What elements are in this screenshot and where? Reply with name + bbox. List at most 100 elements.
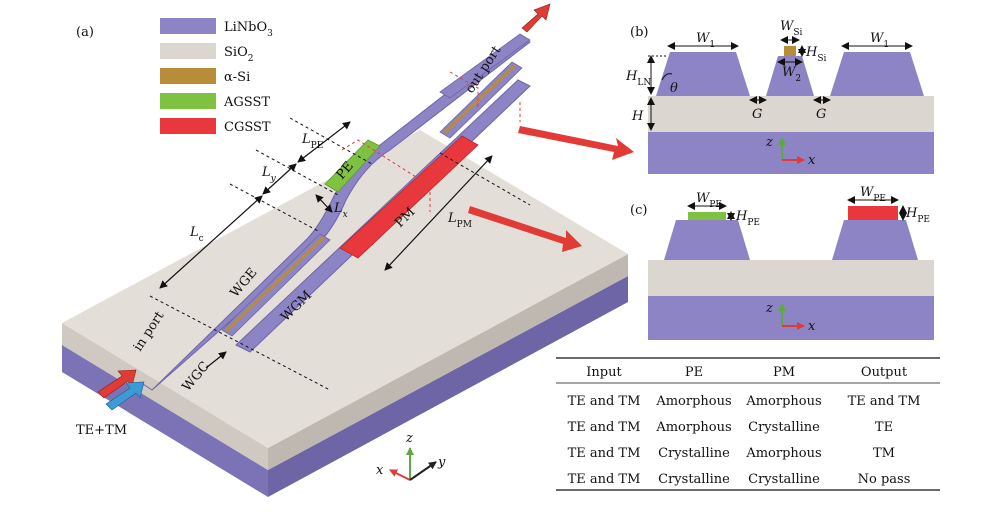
- legend-swatch-asi: [160, 68, 216, 84]
- dim-ly-arrow: [262, 163, 297, 195]
- substrate-bottom-front: [268, 276, 628, 497]
- c-hpe-left: HPE: [735, 209, 760, 228]
- table-cell-1-2: Crystalline: [748, 420, 820, 435]
- axis3d-x: x: [376, 463, 384, 478]
- panel-a-label: (a): [76, 25, 94, 40]
- wgc-pointer: [205, 351, 227, 369]
- table-header-0: Input: [586, 365, 622, 380]
- b-g-left: G: [752, 107, 762, 122]
- out-port-arrow: [521, 3, 551, 33]
- legend-label-agsst: AGSST: [223, 95, 270, 110]
- b-g-right: G: [816, 107, 826, 122]
- axis3d-y: y: [437, 455, 446, 470]
- c-sio2: [648, 260, 934, 296]
- table-header-3: Output: [861, 365, 908, 380]
- axes-3d: z x y: [376, 431, 446, 481]
- axis3d-z: z: [405, 431, 413, 446]
- table-cell-3-1: Crystalline: [658, 472, 730, 487]
- b-sio2: [648, 96, 934, 132]
- table-cell-2-2: Amorphous: [745, 446, 821, 461]
- b-rib-center: [766, 56, 814, 96]
- panel-b: (b) W1 W1 WSi HSi W2 HLN θ H G G: [625, 19, 934, 174]
- table-cell-0-0: TE and TM: [568, 394, 641, 409]
- b-rib-left: [656, 52, 750, 96]
- dim-lpe-arrow: [297, 121, 351, 163]
- c-rib-left: [664, 220, 750, 260]
- arrow-to-panel-b: [518, 126, 634, 160]
- c-pe-red: [848, 206, 898, 220]
- legend-label-sio2_pre: SiO2: [224, 45, 253, 64]
- dim-lx-arrow: [315, 194, 333, 213]
- legend-swatch-linbo3_pre: [160, 18, 216, 34]
- table-cell-0-2: Amorphous: [745, 394, 821, 409]
- legend-swatch-cgsst: [160, 118, 216, 134]
- table-cell-1-1: Amorphous: [655, 420, 731, 435]
- dim-lpe-label: LPE: [301, 132, 323, 151]
- sio2-side-left: [62, 323, 268, 470]
- b-w2: W2: [782, 65, 801, 84]
- c-axis-z: z: [765, 301, 773, 316]
- b-hsi: HSi: [805, 45, 827, 64]
- c-substrate: [648, 296, 934, 340]
- input-arrow-tm: [105, 381, 145, 411]
- panel-c-label: (c): [630, 203, 647, 218]
- dim-lpm-label: LPM: [447, 211, 472, 230]
- b-theta: θ: [670, 81, 678, 96]
- c-pe-green: [688, 212, 726, 220]
- dim-lc-arrow: [159, 195, 263, 289]
- legend-swatch-sio2_pre: [160, 43, 216, 59]
- table-cell-3-0: TE and TM: [568, 472, 641, 487]
- dim-lpm-arrow: [384, 155, 493, 271]
- table-cell-2-0: TE and TM: [568, 446, 641, 461]
- table-cell-0-1: Amorphous: [655, 394, 731, 409]
- asi-strip-lower: [224, 235, 326, 333]
- b-si-cap: [784, 46, 796, 56]
- arrow-to-panel-c: [468, 206, 582, 252]
- dashed-guides: [149, 117, 531, 391]
- legend-label-asi: α-Si: [224, 70, 250, 85]
- sio2-side-front: [268, 254, 628, 470]
- table-cell-2-3: TM: [873, 446, 895, 461]
- legend-label-cgsst: CGSST: [224, 120, 271, 135]
- table-cell-2-1: Crystalline: [658, 446, 730, 461]
- input-arrow-te: [97, 369, 137, 399]
- b-substrate: [648, 132, 934, 174]
- table-cell-1-0: TE and TM: [568, 420, 641, 435]
- b-w1-left: W1: [696, 31, 715, 50]
- dim-ly-label: Ly: [261, 165, 277, 184]
- pe-patch: [324, 139, 381, 193]
- dim-lc-label: Lc: [189, 225, 204, 244]
- b-hln: HLN: [625, 69, 651, 88]
- legend-label-linbo3_pre: LiNbO3: [224, 20, 273, 39]
- table-cell-1-3: TE: [875, 420, 893, 435]
- table-cell-3-2: Crystalline: [748, 472, 820, 487]
- panel-c: (c) WPE HPE WPE HPE z x: [630, 185, 934, 340]
- b-rib-right: [830, 52, 924, 96]
- b-w1-right: W1: [870, 31, 889, 50]
- table-cell-0-3: TE and TM: [848, 394, 921, 409]
- c-axis-x: x: [808, 319, 816, 334]
- b-wsi: WSi: [780, 19, 803, 38]
- b-axis-z: z: [765, 135, 773, 150]
- c-hpe-right: HPE: [905, 206, 930, 225]
- input-mode-label: TE+TM: [76, 423, 127, 438]
- table-header-1: PE: [685, 365, 703, 380]
- b-axis-x: x: [808, 153, 816, 168]
- c-rib-right: [832, 220, 918, 260]
- dim-lx-label: Lx: [333, 201, 348, 220]
- c-wpe-left: WPE: [696, 191, 722, 210]
- b-axes: z x: [765, 135, 816, 168]
- waveguide-out: [439, 33, 531, 99]
- table-cell-3-3: No pass: [858, 472, 911, 487]
- c-axes: z x: [765, 301, 816, 334]
- panel-b-label: (b): [630, 25, 648, 40]
- table-header-2: PM: [773, 365, 795, 380]
- legend-swatch-agsst: [160, 93, 216, 109]
- c-wpe-right: WPE: [860, 185, 886, 204]
- asi-strip-upper: [442, 63, 517, 135]
